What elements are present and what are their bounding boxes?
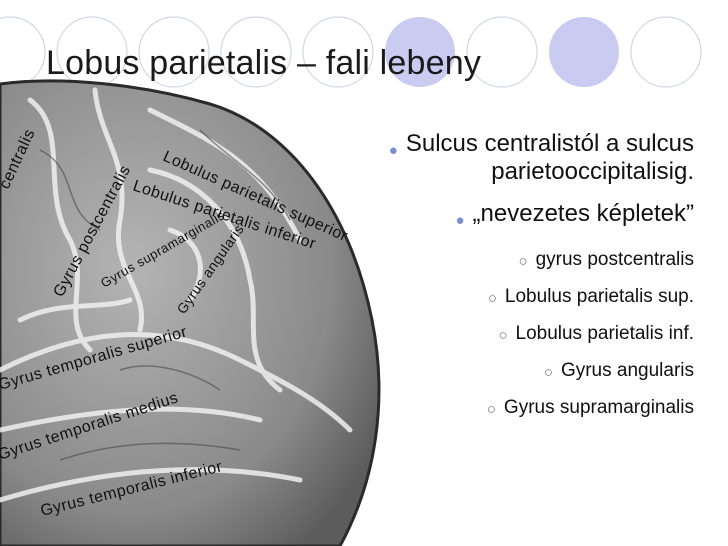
brain-lateral-view-illustration: centralis Gyrus postcentralis Lobulus pa… — [0, 79, 381, 546]
bullet-text: gyrus postcentralis — [535, 249, 694, 270]
hollow-circle-bullet-icon: ○ — [486, 401, 496, 418]
bullet-item: ● „nevezetes képletek” — [274, 200, 694, 235]
hollow-circle-bullet-icon: ○ — [498, 327, 508, 344]
hollow-circle-bullet-icon: ○ — [543, 364, 553, 381]
hollow-circle-bullet-icon: ○ — [518, 253, 528, 270]
filled-circle-bullet-icon: ● — [388, 142, 398, 159]
bullet-text: Gyrus supramarginalis — [503, 397, 694, 418]
bullet-item: ○ Lobulus parietalis inf. — [274, 323, 694, 347]
bullet-list: ● Sulcus centralistól a sulcus parietooc… — [274, 130, 694, 421]
decor-circle — [549, 17, 619, 87]
decor-circle — [220, 16, 292, 88]
bullet-item: ○ Lobulus parietalis sup. — [274, 286, 694, 310]
bullet-item: ○ gyrus postcentralis — [274, 249, 694, 273]
decorative-circles — [0, 16, 702, 88]
decor-circle — [466, 16, 538, 88]
bullet-text: Lobulus parietalis inf. — [515, 323, 695, 344]
bullet-text: Lobulus parietalis sup. — [504, 286, 694, 307]
decor-circle — [302, 16, 374, 88]
bullet-item: ○ Gyrus angularis — [274, 360, 694, 384]
bullet-text: Sulcus centralistól a sulcus parietoocci… — [405, 130, 694, 185]
hollow-circle-bullet-icon: ○ — [487, 290, 497, 307]
filled-circle-bullet-icon: ● — [455, 212, 465, 229]
decor-circle — [138, 16, 210, 88]
bullet-text: Gyrus angularis — [560, 360, 694, 381]
slide-title: Lobus parietalis – fali lebeny — [46, 44, 482, 82]
bullet-text: „nevezetes képletek” — [472, 200, 694, 227]
decor-circle — [630, 16, 702, 88]
bullet-item: ● Sulcus centralistól a sulcus parietooc… — [274, 130, 694, 186]
decor-circle — [385, 17, 455, 87]
bullet-item: ○ Gyrus supramarginalis — [274, 397, 694, 421]
brain-outline — [0, 79, 381, 546]
